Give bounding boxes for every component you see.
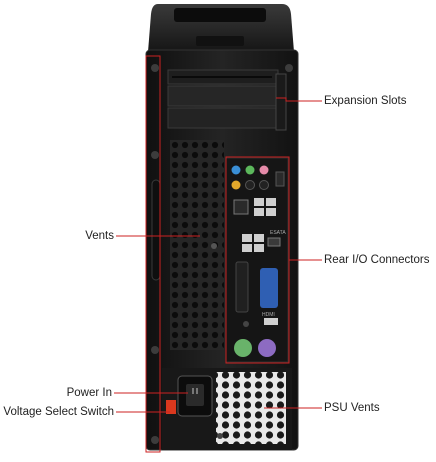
callout-voltage-select-switch: Voltage Select Switch <box>3 406 114 418</box>
carry-handle <box>148 4 294 52</box>
psu-section <box>162 368 292 450</box>
rear-io-panel <box>225 157 289 363</box>
side-latch <box>151 179 161 281</box>
expansion-slot-covers <box>167 69 287 131</box>
callout-psu-vents: PSU Vents <box>324 402 380 414</box>
esata-port-label: ESATA <box>270 230 286 236</box>
callout-vents: Vents <box>85 230 114 242</box>
callout-rear-io-connectors: Rear I/O Connectors <box>324 254 430 266</box>
left-panel-highlight <box>145 55 161 453</box>
callout-expansion-slots: Expansion Slots <box>324 95 407 107</box>
leader-lines <box>114 97 322 413</box>
thumbscrews <box>151 64 293 444</box>
hdmi-port-label: HDMI <box>262 312 275 318</box>
callout-power-in: Power In <box>66 387 112 399</box>
